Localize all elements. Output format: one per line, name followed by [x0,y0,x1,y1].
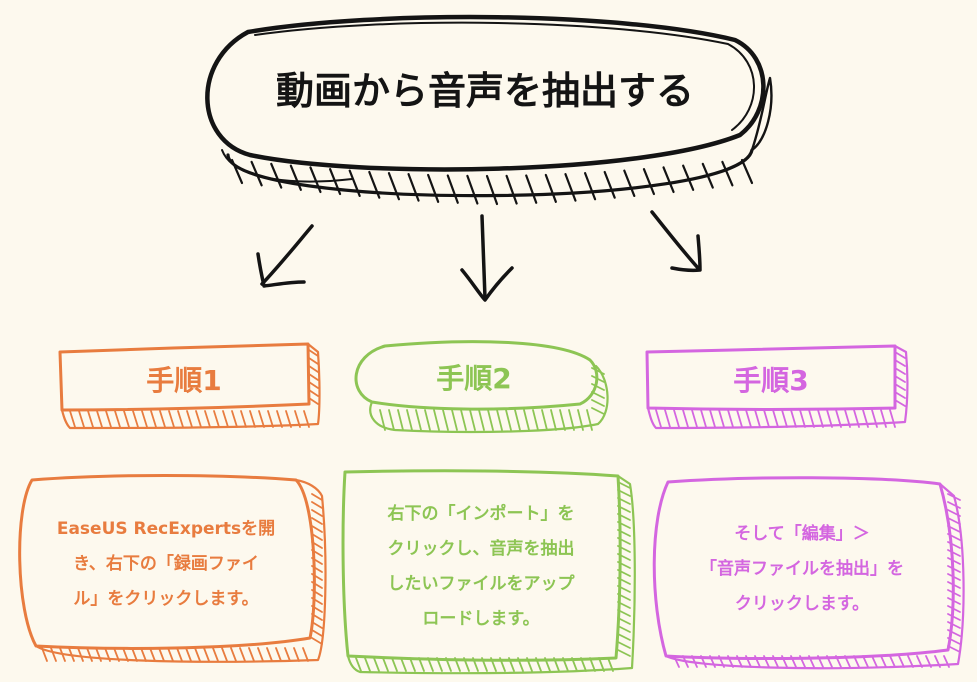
step2-description: 右下の「インポート」を クリックし、音声を抽出 したいファイルをアップ ロードし… [345,476,617,658]
step3-description: そして「編集」＞ 「音声ファイルを抽出」を クリックします。 [652,480,952,658]
step3-line: そして「編集」＞ [734,523,870,544]
diagram-title: 動画から音声を抽出する [275,69,694,113]
step3-title-box [645,344,909,430]
title-shape [205,14,773,206]
step2-line: ロードします。 [422,609,540,629]
step1-title: 手順1 [146,364,222,397]
step3-desc-box [652,476,965,670]
step1-description: EaseUS RecExpertsを開 き、右下の「録画ファイ ル」をクリックし… [20,482,312,647]
arrow-to-step2 [460,214,514,302]
arrow-to-step3 [650,210,702,273]
step2-desc-box [341,469,636,675]
step1-title-box [58,342,321,430]
step2-line: 右下の「インポート」を [387,504,575,524]
step3-line: クリックします。 [734,593,870,614]
step1-line: き、右下の「録画ファイ [73,554,259,574]
step3-title: 手順3 [733,364,809,397]
step2-title-box [354,340,609,434]
step1-line: ル」をクリックします。 [73,589,259,609]
step1-desc-box [18,474,327,663]
step2-line: したいファイルをアップ [387,574,575,594]
arrow-to-step1 [256,224,314,288]
step2-title: 手順2 [436,362,512,395]
step3-line: 「音声ファイルを抽出」を [700,558,904,579]
step1-line: EaseUS RecExpertsを開 [56,519,276,539]
step2-line: クリックし、音声を抽出 [387,539,575,559]
